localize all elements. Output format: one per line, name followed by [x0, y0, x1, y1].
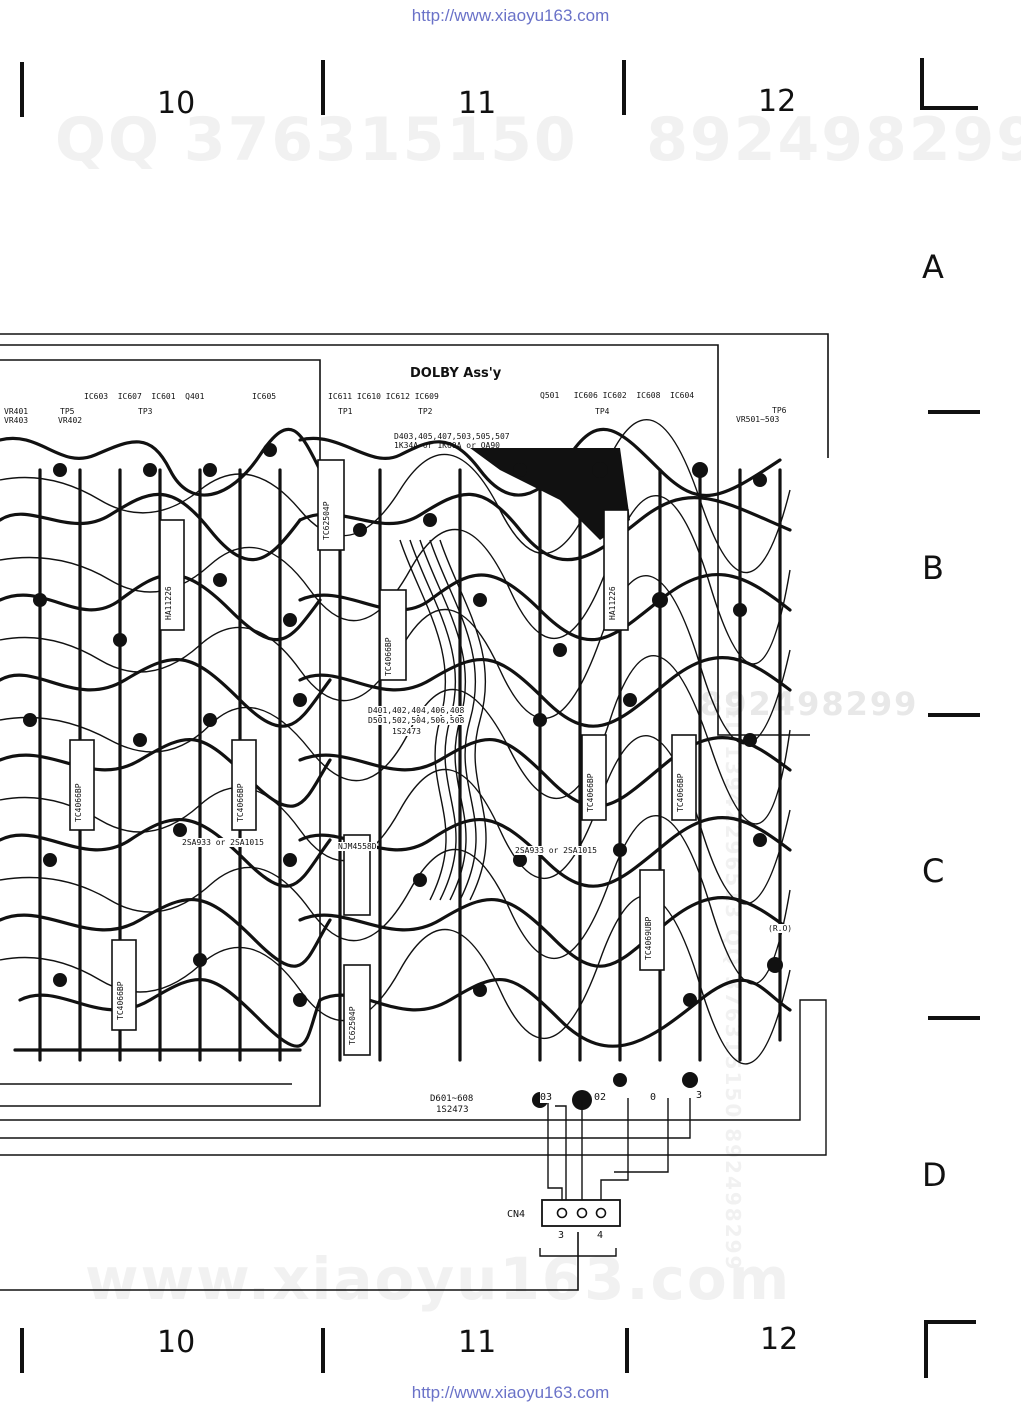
diode-bottom-label-2: 1S2473 — [436, 1105, 469, 1115]
diode-note-5: 1S2473 — [392, 727, 421, 736]
ic-header-left: IC603 IC607 IC601 Q401 — [84, 392, 205, 401]
grid-tick-bottom — [625, 1328, 629, 1373]
diode-note-2: 1K34A or 1K60A or OA90 — [394, 441, 500, 450]
board-title: DOLBY Ass'y — [410, 366, 502, 381]
ic-header-ic605: IC605 — [252, 392, 277, 401]
ic-label: HA11226 — [608, 586, 617, 620]
cn4-label: CN4 — [507, 1209, 526, 1220]
watermark-top: QQ 376315150 892498299 — [55, 105, 1021, 175]
ic-label: TC4066BP — [384, 637, 393, 676]
ic-label: TC4066BP — [74, 783, 83, 822]
tp1-label: TP1 — [338, 407, 353, 416]
column-label-10-top: 10 — [157, 86, 196, 121]
corner-mark-bottom — [924, 1320, 976, 1324]
row-separator — [928, 1016, 980, 1020]
ic-label: HA11226 — [164, 586, 173, 620]
tp6-label: TP6 — [772, 406, 787, 415]
source-url-bottom[interactable]: http://www.xiaoyu163.com — [411, 1383, 610, 1402]
transistor-label: 2SA933 or 2SA1015 — [182, 838, 264, 847]
row-separator — [928, 713, 980, 717]
diode-note-3: D401,402,404,406,408 — [368, 706, 465, 715]
ic-label: TC4066BP — [116, 981, 125, 1020]
vr-left-label: VR401 VR403 — [4, 407, 29, 425]
ic-header-right: Q501 IC606 IC602 IC608 IC604 — [540, 391, 695, 400]
source-url-top[interactable]: http://www.xiaoyu163.com — [411, 6, 610, 25]
row-label-c: C — [922, 852, 945, 890]
cn-node-label: 3 — [696, 1090, 703, 1101]
grid-tick-top — [622, 60, 626, 115]
tp4-label: TP4 — [595, 407, 610, 416]
tp3-label: TP3 — [138, 407, 153, 416]
grid-tick-bottom — [20, 1328, 24, 1373]
column-label-11-top: 11 — [458, 86, 497, 121]
column-label-11-bottom: 11 — [458, 1325, 497, 1360]
row-separator — [928, 410, 980, 414]
diode-note-1: D403,405,407,503,505,507 — [394, 432, 510, 441]
watermark-mid: 892498299 — [700, 685, 919, 723]
diode-bottom-label-1: D601~608 — [430, 1094, 474, 1104]
corner-mark-top — [920, 58, 924, 110]
ic-label: TC4069UBP — [644, 916, 653, 960]
grid-tick-top — [321, 60, 325, 115]
cn4-pin-label: 4 — [597, 1230, 604, 1241]
row-label-a: A — [922, 248, 944, 286]
ic-label: TC4066BP — [236, 783, 245, 822]
grid-tick-top — [20, 62, 24, 117]
grid-tick-bottom — [321, 1328, 325, 1373]
solder-pads — [23, 443, 783, 1110]
ground-plane — [470, 448, 630, 540]
column-label-12-top: 12 — [758, 84, 797, 119]
vr402-label: VR402 — [58, 416, 83, 425]
ic-label: TC62504P — [322, 501, 331, 540]
tp2-label: TP2 — [418, 407, 433, 416]
cn4-pin-label: 3 — [558, 1230, 565, 1241]
harness-wires — [0, 999, 827, 1200]
vr-right-label: VR501~503 — [736, 415, 780, 424]
ic-label: TC62504P — [348, 1006, 357, 1045]
row-label-b: B — [922, 549, 944, 587]
row-label-d: D — [922, 1156, 947, 1194]
pcb-trace-mass — [0, 427, 792, 1062]
cn-node-label: 0 — [650, 1092, 657, 1103]
corner-mark-top — [920, 106, 978, 110]
diode-note-4: D501,502,504,506,508 — [368, 716, 465, 725]
ic-label: NJM4558D — [338, 842, 377, 851]
column-label-12-bottom: 12 — [760, 1322, 799, 1357]
watermark-bottom: www.xiaoyu163.com — [85, 1245, 792, 1313]
cn-node-label: 03 — [540, 1092, 553, 1103]
transistor-label: 2SA933 or 2SA1015 — [515, 846, 597, 855]
ic-label: TC4066BP — [676, 773, 685, 812]
cn4-connector — [539, 1199, 621, 1257]
column-label-10-bottom: 10 — [157, 1325, 196, 1360]
cn-node-label: 02 — [594, 1092, 607, 1103]
tp6-note: (R.O) — [768, 924, 793, 933]
board-outline — [0, 333, 829, 1291]
corner-mark-bottom — [924, 1320, 928, 1378]
ic-header-mid: IC611 IC610 IC612 IC609 — [328, 392, 439, 401]
tp5-label: TP5 — [60, 407, 75, 416]
ic-label: TC4066BP — [586, 773, 595, 812]
dolby-board-schematic — [0, 333, 829, 1291]
